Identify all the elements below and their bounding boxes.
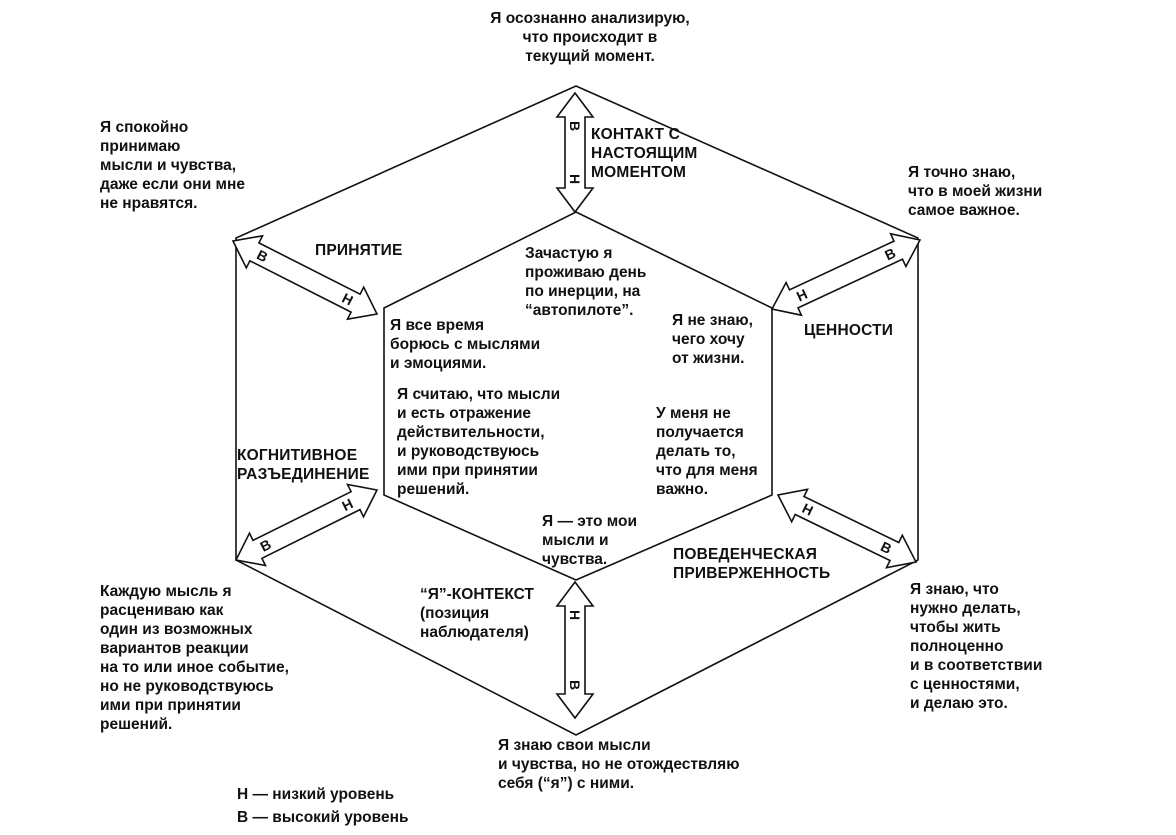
dimension-values-label: ЦЕННОСТИ: [804, 322, 894, 339]
inner-statement-middle-left: Я считаю, что мысли и есть отражение дей…: [397, 386, 561, 498]
legend-high: В — высокий уровень: [237, 809, 409, 826]
arrow-contact-start-letter: В: [567, 121, 583, 131]
arrow-self-context-start-letter: Н: [567, 610, 583, 620]
inner-statement-upper-left: Я все время борюсь с мыслями и эмоциями.: [390, 317, 541, 372]
outer-statement-bottom: Я знаю свои мысли и чувства, но не отожд…: [498, 737, 740, 792]
outer-statement-top-right: Я точно знаю, что в моей жизни самое важ…: [908, 164, 1043, 219]
arrow-values: [770, 232, 922, 317]
inner-statement-upper-right: Я не знаю, чего хочу от жизни.: [672, 312, 753, 367]
arrow-self-context-end-letter: В: [567, 680, 583, 690]
arrow-commitment: [776, 488, 918, 569]
inner-statement-middle-right: У меня не получается делать то, что для …: [656, 405, 758, 498]
arrow-acceptance: [231, 234, 379, 321]
dimension-contact-label: КОНТАКТ С НАСТОЯЩИМ МОМЕНТОМ: [591, 126, 698, 181]
dimension-self-context-label: “Я”-КОНТЕКСТ (позиция наблюдателя): [420, 586, 534, 641]
inner-statement-bottom: Я — это мои мысли и чувства.: [542, 513, 638, 568]
arrow-contact-end-letter: Н: [567, 174, 583, 184]
dimension-commitment-label: ПОВЕДЕНЧЕСКАЯ ПРИВЕРЖЕННОСТЬ: [673, 546, 831, 582]
outer-statement-top: Я осознанно анализирую, что происходит в…: [490, 10, 690, 65]
outer-hexagon: [235, 85, 919, 736]
arrow-self-context: [555, 580, 595, 720]
legend-low: Н — низкий уровень: [237, 786, 395, 803]
outer-statement-bottom-left: Каждую мысль я расцениваю как один из во…: [100, 583, 289, 733]
dimension-acceptance-label: ПРИНЯТИЕ: [315, 242, 403, 259]
dimension-defusion-label: КОГНИТИВНОЕ РАЗЪЕДИНЕНИЕ: [237, 447, 370, 483]
arrow-contact: [555, 91, 595, 214]
arrow-defusion: [234, 483, 379, 567]
outer-statement-top-left: Я спокойно принимаю мысли и чувства, даж…: [100, 119, 246, 212]
outer-statement-bottom-right: Я знаю, что нужно делать, чтобы жить пол…: [910, 581, 1043, 712]
inner-statement-top: Зачастую я проживаю день по инерции, на …: [525, 245, 647, 319]
